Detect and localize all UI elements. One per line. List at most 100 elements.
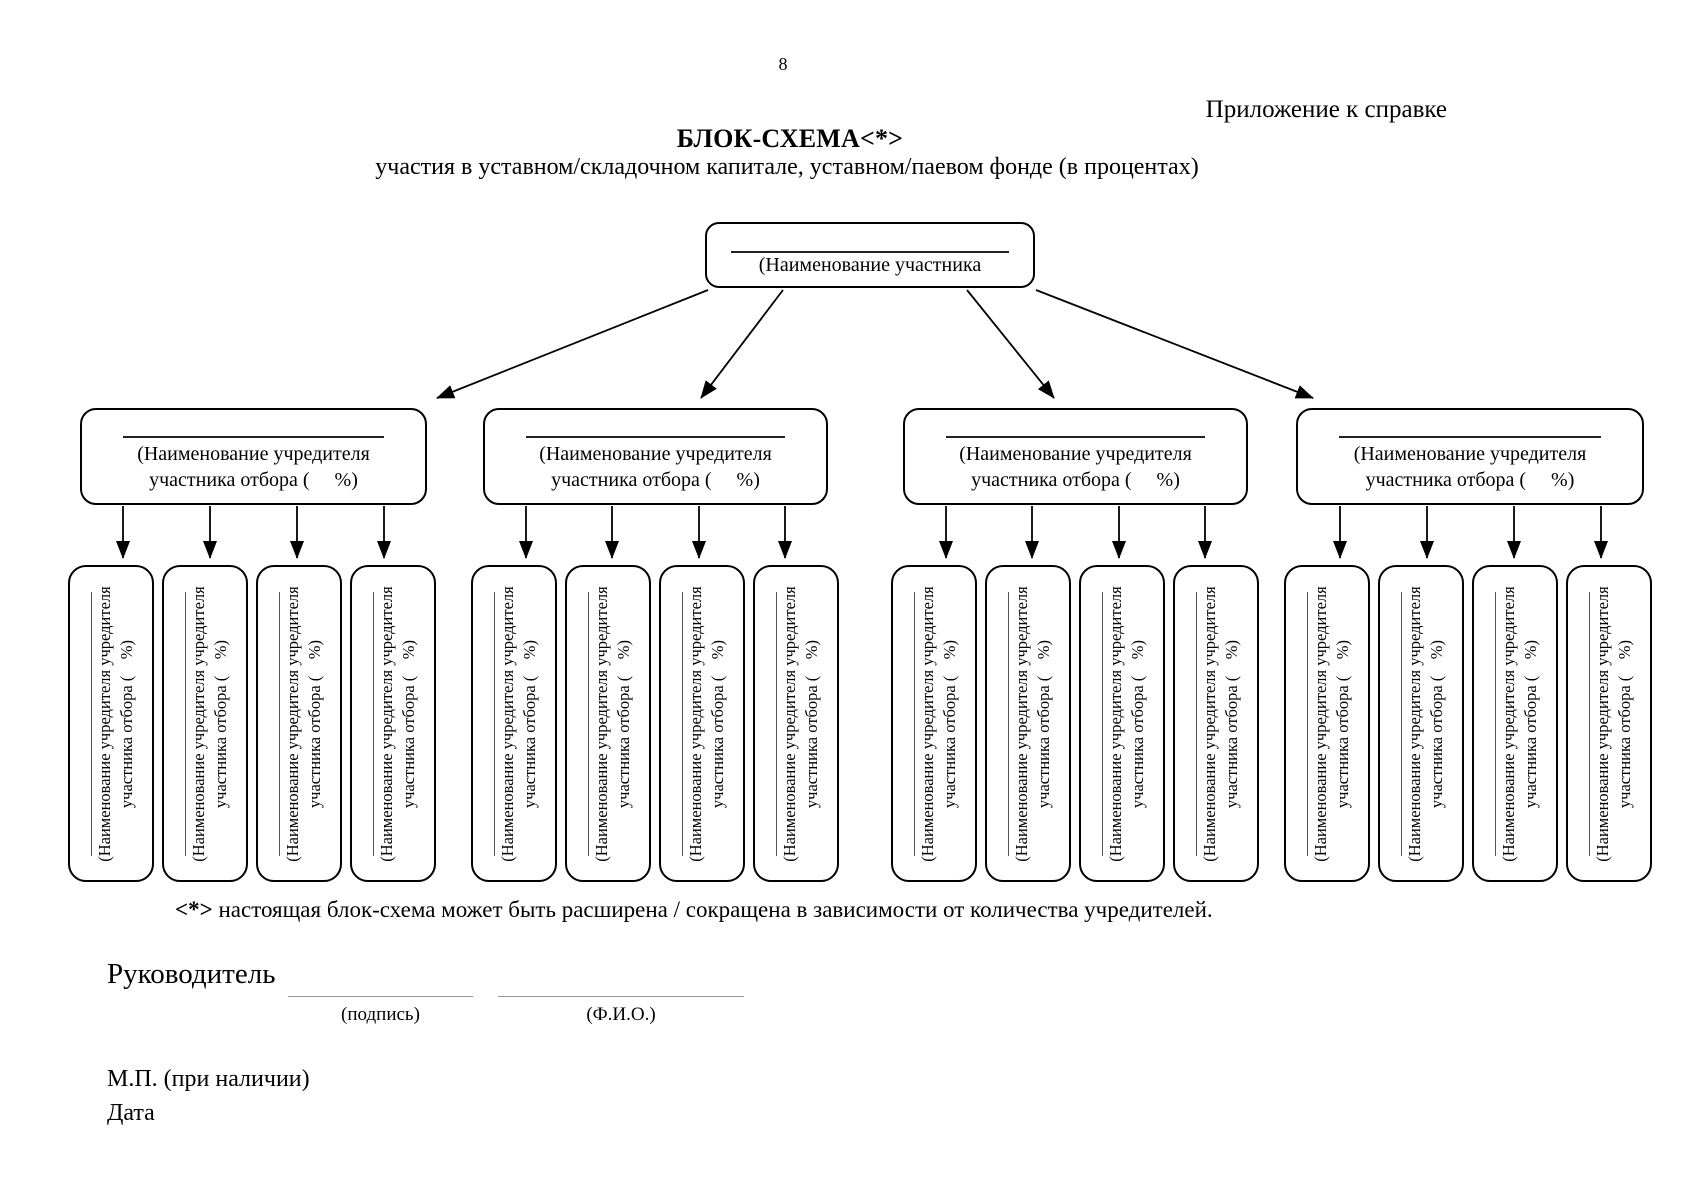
founder-name-blank-line: [945, 426, 1206, 438]
subfounder-label-line1: (Наименование учредителя учредителя: [780, 585, 800, 862]
subfounder-label-line2: участника отбора ( %): [210, 639, 230, 808]
arrow-root-to-founder-3: [966, 289, 1055, 399]
founder-name-blank-line: [123, 426, 384, 438]
founder-box-label-line2: участника отбора ( %): [1365, 469, 1575, 491]
annex-note: Приложение к справке: [1205, 96, 1447, 123]
page-title: БЛОК-СХЕМА<*>: [676, 124, 904, 153]
subfounder-name-blank-line: [582, 591, 590, 856]
signature-caption: (подпись): [341, 1004, 420, 1025]
founder-box-label-line2: участника отбора ( %): [149, 469, 358, 491]
footnote-marker: <*>: [175, 897, 213, 922]
subfounder-label-line1: (Наименование учредителя учредителя: [918, 585, 938, 862]
subfounder-label-line2: участника отбора ( %): [1332, 639, 1352, 808]
founder-box-label-line2: участника отбора ( %): [551, 469, 760, 491]
subfounder-label-line2: участника отбора ( %): [1127, 639, 1147, 808]
founder-box-label-line2: участника отбора ( %): [971, 469, 1180, 491]
footnote: <*> настоящая блок-схема может быть расш…: [175, 897, 1213, 923]
subfounder-label-line1: (Наименование учредителя учредителя: [1200, 585, 1220, 862]
subfounder-label-line2: участника отбора ( %): [116, 639, 136, 808]
subfounder-label-line2: участника отбора ( %): [398, 639, 418, 808]
subfounder-name-blank-line: [1489, 591, 1497, 856]
stamp-label: М.П. (при наличии): [107, 1066, 310, 1092]
founder-box-label-line1: (Наименование учредителя: [959, 443, 1192, 465]
subfounder-label-line1: (Наименование учредителя учредителя: [686, 585, 706, 862]
founder-name-blank-line: [525, 426, 786, 438]
subfounder-name-blank-line: [488, 591, 496, 856]
subfounder-label-line2: участника отбора ( %): [304, 639, 324, 808]
subfounder-label-line2: участника отбора ( %): [1033, 639, 1053, 808]
founder-box-2: (Наименование учредителя участника отбор…: [483, 408, 828, 505]
subfounder-name-blank-line: [908, 591, 916, 856]
subfounder-label-line2: участника отбора ( %): [1614, 639, 1634, 808]
arrow-root-to-founder-4: [1035, 289, 1314, 399]
subfounder-name-blank-line: [1583, 591, 1591, 856]
subfounder-name-blank-line: [273, 591, 281, 856]
subfounder-label-line1: (Наименование учредителя учредителя: [95, 585, 115, 862]
subfounder-label-line2: участника отбора ( %): [519, 639, 539, 808]
date-label: Дата: [107, 1100, 155, 1126]
subfounder-name-blank-line: [1096, 591, 1104, 856]
subfounder-label-line2: участника отбора ( %): [613, 639, 633, 808]
name-caption: (Ф.И.О.): [586, 1004, 656, 1025]
founder-box-3: (Наименование учредителя участника отбор…: [903, 408, 1248, 505]
participant-box-label: (Наименование участника: [758, 253, 982, 276]
arrow-root-to-founder-2: [700, 289, 784, 399]
page-subtitle: участия в уставном/складочном капитале, …: [375, 154, 1199, 180]
subfounder-label-line2: участника отбора ( %): [1221, 639, 1241, 808]
subfounder-name-blank-line: [85, 591, 93, 856]
subfounder-label-line1: (Наименование учредителя учредителя: [1499, 585, 1519, 862]
subfounder-name-blank-line: [179, 591, 187, 856]
founder-box-label-line1: (Наименование учредителя: [1353, 443, 1587, 465]
participant-box: (Наименование участника: [705, 222, 1035, 288]
subfounder-name-blank-line: [1301, 591, 1309, 856]
subfounder-name-blank-line: [1190, 591, 1198, 856]
subfounder-label-line1: (Наименование учредителя учредителя: [189, 585, 209, 862]
subfounder-label-line1: (Наименование учредителя учредителя: [1405, 585, 1425, 862]
subfounder-name-blank-line: [1002, 591, 1010, 856]
subfounder-label-line2: участника отбора ( %): [1426, 639, 1446, 808]
founder-box-label-line1: (Наименование учредителя: [137, 443, 370, 465]
subfounder-label-line1: (Наименование учредителя учредителя: [592, 585, 612, 862]
subfounder-name-blank-line: [367, 591, 375, 856]
page-number: 8: [778, 54, 788, 74]
subfounder-name-blank-line: [770, 591, 778, 856]
participant-name-blank-line: [731, 237, 1009, 253]
founder-box-label-line1: (Наименование учредителя: [539, 443, 772, 465]
founder-box-4: (Наименование учредителя участника отбор…: [1296, 408, 1644, 505]
subfounder-label-line1: (Наименование учредителя учредителя: [1593, 585, 1613, 862]
subfounder-label-line1: (Наименование учредителя учредителя: [1311, 585, 1331, 862]
subfounder-label-line2: участника отбора ( %): [1520, 639, 1540, 808]
arrow-root-to-founder-1: [436, 289, 709, 399]
subfounder-label-line1: (Наименование учредителя учредителя: [283, 585, 303, 862]
subfounder-label-line1: (Наименование учредителя учредителя: [377, 585, 397, 862]
head-role-label: Руководитель: [107, 958, 276, 990]
subfounder-label-line2: участника отбора ( %): [939, 639, 959, 808]
founder-name-blank-line: [1339, 426, 1601, 438]
signature-blank-line: [288, 996, 473, 997]
subfounder-label-line1: (Наименование учредителя учредителя: [498, 585, 518, 862]
subfounder-label-line2: участника отбора ( %): [801, 639, 821, 808]
subfounder-label-line1: (Наименование учредителя учредителя: [1106, 585, 1126, 862]
subfounder-label-line2: участника отбора ( %): [707, 639, 727, 808]
name-blank-line: [498, 996, 744, 997]
footnote-text: настоящая блок-схема может быть расширен…: [218, 897, 1213, 922]
subfounder-name-blank-line: [1395, 591, 1403, 856]
subfounder-label-line1: (Наименование учредителя учредителя: [1012, 585, 1032, 862]
